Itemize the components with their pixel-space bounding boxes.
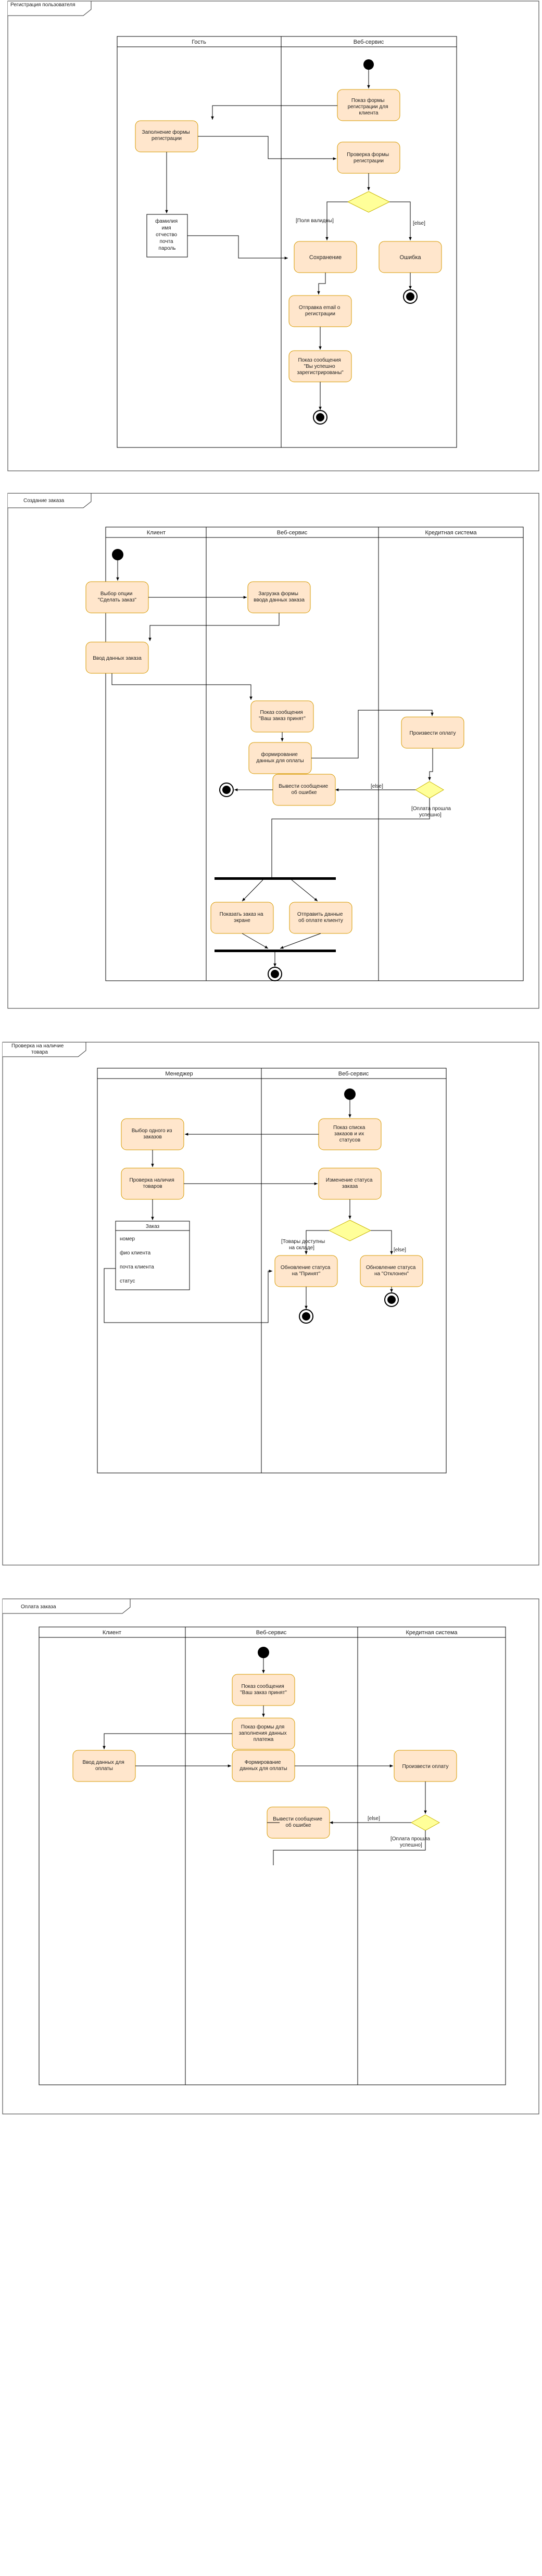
- svg-text:формирование данных для: формирование данных для оплаты: [256, 751, 304, 764]
- lane-header: Кредитная система: [425, 530, 477, 536]
- svg-text:Заказ: Заказ: [146, 1224, 160, 1229]
- lane-header: Клиент: [103, 1630, 121, 1636]
- frame-title: Проверка на наличие товара: [11, 1043, 65, 1055]
- svg-text:Отправить данные об опла: Отправить данные об оплате клиенту: [297, 912, 344, 924]
- svg-text:Показ сообщения "Вы успе: Показ сообщения "Вы успешно зарегистриро…: [297, 357, 344, 376]
- guard-label: [else]: [413, 221, 425, 226]
- action-node: [337, 89, 400, 121]
- final-node: [219, 783, 234, 797]
- lane-header: Гость: [192, 39, 206, 45]
- frame-user-registration: Регистрация пользователя Гость Веб-серви…: [7, 1, 539, 471]
- svg-text:Изменение статуса заказа: Изменение статуса заказа: [326, 1177, 374, 1189]
- guard-label: [Оплата прошла успешно]: [411, 806, 452, 818]
- initial-node: [363, 59, 374, 70]
- swimlanes: [97, 1068, 447, 1473]
- frame-order-payment: Оплата заказа Клиент Веб-сервис Кредитна…: [2, 1598, 539, 2114]
- guard-label: [Оплата прошла успешно]: [390, 1836, 432, 1848]
- action-node: [337, 142, 400, 174]
- lane-header: Веб-сервис: [256, 1630, 287, 1636]
- frame-create-order: Создание заказа Клиент Веб-сервис Кредит…: [7, 493, 539, 1009]
- svg-text:фио клиента: фио клиента: [120, 1250, 151, 1256]
- decision-node: [328, 1220, 372, 1241]
- svg-text:Показать заказ на экране: Показать заказ на экране: [220, 912, 265, 924]
- lane-header: Веб-сервис: [277, 530, 308, 536]
- initial-node: [344, 1088, 356, 1100]
- svg-text:Ввод данных для оплаты: Ввод данных для оплаты: [82, 1760, 125, 1772]
- initial-node: [112, 549, 123, 560]
- decision-node: [410, 1814, 440, 1831]
- lane-header: Веб-сервис: [354, 39, 384, 45]
- svg-text:почта клиента: почта клиента: [120, 1264, 154, 1270]
- svg-text:Показ формы регистрации: Показ формы регистрации для клиента: [348, 97, 390, 116]
- svg-text:Показ сообщения "Ваш зак: Показ сообщения "Ваш заказ принят": [259, 709, 306, 722]
- svg-text:Ввод данных заказа: Ввод данных заказа: [93, 656, 142, 661]
- guard-label: [Поля валидны]: [296, 218, 334, 224]
- lane-header: Клиент: [147, 530, 166, 536]
- svg-text:Произвести оплату: Произвести оплату: [402, 1764, 448, 1770]
- action-label: Показ формы: [351, 97, 385, 104]
- svg-text:статус: статус: [120, 1278, 135, 1284]
- final-node: [403, 289, 418, 304]
- final-node: [313, 410, 327, 425]
- decision-node: [347, 191, 390, 213]
- svg-text:Сохранение: Сохранение: [309, 254, 342, 261]
- decision-node: [415, 781, 444, 799]
- svg-text:Показ списка заказов и и: Показ списка заказов и их статусов: [333, 1125, 367, 1143]
- data-object-order: Заказ номер фио клиента почта клиента ст…: [115, 1221, 190, 1290]
- svg-text:Вывести сообщение об оши: Вывести сообщение об ошибке: [273, 1816, 324, 1828]
- svg-text:Показ сообщения "Ваш зак: Показ сообщения "Ваш заказ принят": [240, 1683, 287, 1696]
- svg-text:Заполнение формы регистр: Заполнение формы регистрации: [142, 129, 192, 142]
- svg-text:Обновление статуса на "О: Обновление статуса на "Отклонен": [366, 1264, 417, 1277]
- frame-title: Оплата заказа: [21, 1604, 56, 1610]
- join-bar: [215, 950, 336, 952]
- guard-label: [else]: [368, 1816, 380, 1822]
- swimlanes: [105, 527, 524, 981]
- svg-text:номер: номер: [120, 1236, 135, 1242]
- final-node: [299, 1309, 313, 1324]
- guard-label: [else]: [371, 784, 383, 789]
- lane-header: Менеджер: [165, 1071, 193, 1077]
- data-object: [146, 214, 188, 258]
- svg-text:Обновление статуса на "П: Обновление статуса на "Принят": [281, 1264, 332, 1277]
- final-node: [384, 1292, 399, 1307]
- svg-text:Проверка наличия товаров: Проверка наличия товаров: [129, 1177, 175, 1189]
- svg-text:Проверка формы регистрац: Проверка формы регистрации: [347, 151, 390, 164]
- frame-stock-check: Проверка на наличие товара Менеджер Веб-…: [2, 1042, 539, 1566]
- svg-text:Выбор опции "Сделать зак: Выбор опции "Сделать заказ": [98, 591, 136, 603]
- frame-title: Регистрация пользователя: [10, 2, 75, 8]
- svg-text:Вывести сообщение об оши: Вывести сообщение об ошибке: [279, 783, 330, 796]
- swimlanes: [117, 36, 457, 448]
- guard-label: [else]: [394, 1247, 406, 1253]
- svg-text:фамилия имя отчест: фамилия имя отчество почта пароль: [155, 218, 179, 251]
- svg-text:Выбор одного из заказов: Выбор одного из заказов: [132, 1127, 173, 1140]
- lane-header: Веб-сервис: [338, 1071, 369, 1077]
- fork-bar: [215, 877, 336, 880]
- action-node: [85, 642, 149, 674]
- svg-text:Ошибка: Ошибка: [400, 254, 422, 261]
- svg-text:Формирование данных для: Формирование данных для оплаты: [240, 1760, 287, 1772]
- svg-text:Показ формы для заполнен: Показ формы для заполнения данных платеж…: [239, 1724, 288, 1742]
- frame-title: Создание заказа: [23, 498, 65, 504]
- final-node: [268, 967, 282, 981]
- svg-text:Произвести оплату: Произвести оплату: [409, 730, 456, 736]
- lane-header: Кредитная система: [406, 1630, 458, 1636]
- initial-node: [258, 1647, 269, 1658]
- guard-label: [Товары доступны на складе]: [281, 1239, 326, 1251]
- swimlanes: [39, 1626, 506, 2085]
- svg-text:Загрузка формы ввода дан: Загрузка формы ввода данных заказа: [254, 591, 305, 603]
- svg-text:Отправка email о регистр: Отправка email о регистрации: [299, 305, 342, 317]
